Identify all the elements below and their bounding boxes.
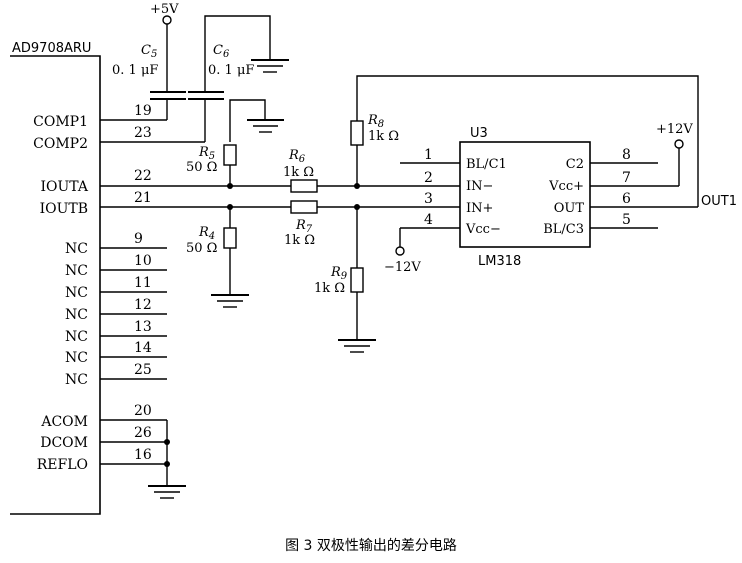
ad9708-name: AD9708ARU bbox=[12, 41, 91, 56]
pin-number-11: 11 bbox=[134, 275, 152, 291]
r5-value: 50 Ω bbox=[186, 160, 217, 175]
pin-label-comp1: COMP1 bbox=[33, 114, 88, 130]
c6-ref: C6 bbox=[213, 43, 230, 60]
junction-dot bbox=[164, 439, 170, 445]
opamp-pin-label: OUT bbox=[554, 201, 585, 216]
opamp-name: LM318 bbox=[478, 254, 521, 269]
c5-value: 0. 1 μF bbox=[112, 63, 158, 78]
pin-label-nc: NC bbox=[65, 241, 88, 257]
opamp-pin-number: 1 bbox=[424, 147, 433, 163]
pin-number-9: 9 bbox=[134, 231, 143, 247]
output-label: OUT1 bbox=[701, 194, 737, 209]
opamp-pin-number: 5 bbox=[622, 212, 631, 228]
supply-terminal-minus12 bbox=[395, 246, 405, 256]
r7-resistor: R7 1k Ω bbox=[284, 200, 318, 248]
pin-label-dcom: DCOM bbox=[40, 435, 88, 451]
lm318-opamp: U3 LM318 1 2 3 4 BL/C1 IN− IN+ Vcc− 8 7 … bbox=[400, 126, 698, 269]
opamp-pin-number: 2 bbox=[424, 170, 433, 186]
r5-resistor: R5 50 Ω bbox=[186, 144, 237, 189]
pin-label-nc: NC bbox=[65, 329, 88, 345]
r5-ref: R5 bbox=[198, 145, 215, 162]
supply-minus12: −12V bbox=[384, 228, 421, 275]
pin-label-nc: NC bbox=[65, 285, 88, 301]
r4-value: 50 Ω bbox=[186, 241, 217, 256]
ad9708-pin-wires bbox=[100, 119, 460, 465]
opamp-ref: U3 bbox=[470, 126, 488, 141]
pin-number-13: 13 bbox=[134, 319, 152, 335]
opamp-pin-number: 4 bbox=[424, 212, 433, 228]
opamp-pin-label: Vcc+ bbox=[548, 179, 584, 194]
r6-ref: R6 bbox=[288, 148, 306, 165]
opamp-pin-label: IN− bbox=[466, 179, 493, 194]
pin-label-nc: NC bbox=[65, 350, 88, 366]
r9-ref: R9 bbox=[330, 265, 348, 282]
c5-capacitor-network: +5V C5 0. 1 μF bbox=[112, 2, 186, 120]
pin-number-25: 25 bbox=[134, 362, 152, 378]
opamp-pin-number: 7 bbox=[622, 170, 631, 186]
r9-value: 1k Ω bbox=[314, 281, 345, 296]
pin-number-10: 10 bbox=[134, 253, 152, 269]
opamp-pin-label: C2 bbox=[566, 157, 584, 172]
pin-label-ioutb: IOUTB bbox=[40, 201, 88, 217]
pin-number-14: 14 bbox=[134, 340, 152, 356]
pin-label-nc: NC bbox=[65, 372, 88, 388]
r6-value: 1k Ω bbox=[283, 165, 314, 180]
supply-label-plus12: +12V bbox=[656, 122, 693, 137]
pin-label-comp2: COMP2 bbox=[33, 136, 88, 152]
pin-label-reflo: REFLO bbox=[37, 457, 88, 473]
c5-ref: C5 bbox=[141, 43, 157, 60]
ad9708-pin-labels: COMP1 COMP2 IOUTA IOUTB NC NC NC NC NC N… bbox=[33, 103, 152, 473]
opamp-pin-label: IN+ bbox=[466, 201, 493, 216]
supply-label-plus5: +5V bbox=[150, 2, 179, 17]
ad9708-chip: AD9708ARU bbox=[10, 41, 101, 515]
pin-label-nc: NC bbox=[65, 307, 88, 323]
pin-label-iouta: IOUTA bbox=[41, 179, 89, 195]
pin-number-26: 26 bbox=[134, 425, 152, 441]
pin-number-19: 19 bbox=[134, 103, 152, 119]
supply-label-minus12: −12V bbox=[384, 260, 421, 275]
junction-dot bbox=[164, 461, 170, 467]
r8-feedback-resistor: R8 1k Ω bbox=[350, 75, 699, 207]
pin-number-21: 21 bbox=[134, 190, 152, 206]
supply-terminal-plus5 bbox=[162, 15, 172, 25]
r8-value: 1k Ω bbox=[368, 129, 399, 144]
r8-ref: R8 bbox=[367, 113, 384, 130]
pin-number-22: 22 bbox=[134, 168, 152, 184]
r9-resistor: R9 1k Ω bbox=[314, 207, 376, 353]
r4-resistor: R4 50 Ω bbox=[186, 204, 249, 308]
pin-number-23: 23 bbox=[134, 125, 152, 141]
pin-label-acom: ACOM bbox=[40, 414, 88, 430]
c6-capacitor-network: C6 0. 1 μF bbox=[188, 15, 289, 142]
opamp-pin-number: 8 bbox=[622, 147, 631, 163]
supply-plus12: +12V bbox=[656, 122, 693, 186]
pin-number-12: 12 bbox=[134, 297, 152, 313]
analog-ground-tie bbox=[148, 420, 186, 499]
c6-value: 0. 1 μF bbox=[208, 63, 254, 78]
ground-symbol bbox=[251, 59, 289, 73]
opamp-pin-label: BL/C1 bbox=[466, 157, 507, 172]
ground-symbol bbox=[148, 485, 186, 499]
pin-number-16: 16 bbox=[134, 447, 152, 463]
opamp-pin-label: BL/C3 bbox=[543, 222, 584, 237]
r6-resistor: R6 1k Ω bbox=[283, 148, 318, 193]
junction-dot bbox=[227, 183, 233, 189]
figure-caption: 图 3 双极性输出的差分电路 bbox=[285, 538, 457, 554]
opamp-pin-number: 6 bbox=[622, 191, 631, 207]
supply-terminal-plus12 bbox=[674, 139, 684, 149]
r4-ref: R4 bbox=[198, 225, 215, 242]
opamp-pin-label: Vcc− bbox=[465, 222, 501, 237]
pin-number-20: 20 bbox=[134, 403, 152, 419]
ground-symbol bbox=[211, 294, 249, 308]
ground-symbol bbox=[338, 339, 376, 353]
ground-symbol bbox=[229, 99, 284, 142]
r7-ref: R7 bbox=[295, 218, 313, 235]
pin-label-nc: NC bbox=[65, 263, 88, 279]
r7-value: 1k Ω bbox=[284, 233, 315, 248]
opamp-pin-number: 3 bbox=[424, 191, 433, 207]
